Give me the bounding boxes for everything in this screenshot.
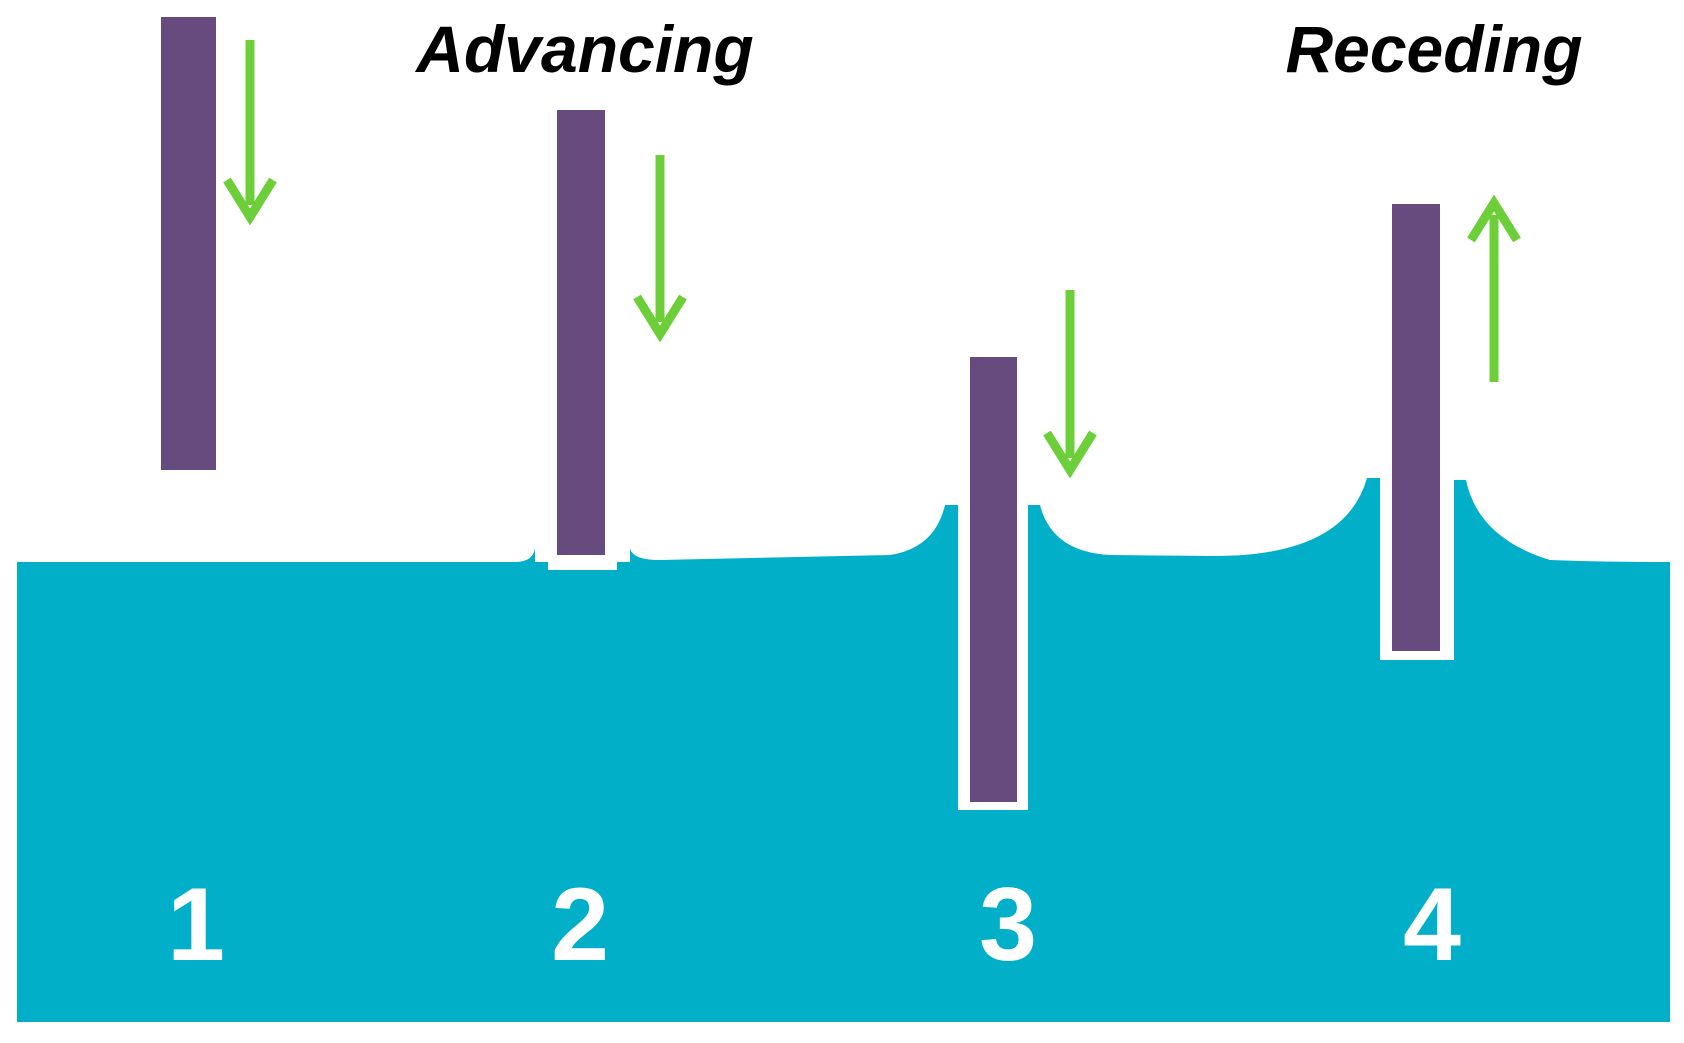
step-number-4: 4 — [1403, 867, 1461, 983]
plate-1 — [161, 17, 216, 470]
step-number-1: 1 — [167, 867, 225, 983]
arrow-down-icon — [633, 155, 687, 343]
advancing-label: Advancing — [414, 12, 753, 86]
receding-label: Receding — [1285, 12, 1582, 86]
step-number-3: 3 — [979, 867, 1037, 983]
plate-4 — [1392, 204, 1440, 651]
plate-3 — [970, 357, 1017, 802]
step-number-2: 2 — [551, 867, 609, 983]
plate-2 — [557, 110, 605, 555]
liquid-bath — [17, 478, 1670, 1022]
arrow-down-icon — [1043, 290, 1097, 479]
arrow-up-icon — [1467, 194, 1521, 382]
arrow-down-icon — [223, 40, 277, 226]
